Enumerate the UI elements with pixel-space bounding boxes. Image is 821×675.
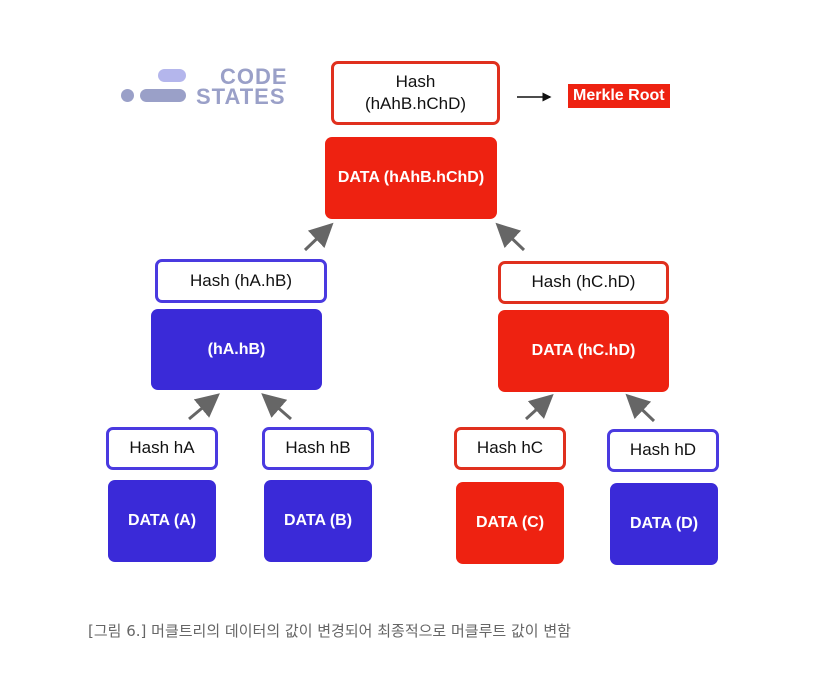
arrow-d-to-right <box>625 393 656 423</box>
leaf-hash-c: Hash hC <box>454 427 566 470</box>
leaf-data-b: DATA (B) <box>264 480 372 562</box>
arrow-left-to-root <box>303 222 334 252</box>
right-hash-box: Hash (hC.hD) <box>498 261 669 304</box>
merkle-root-label: Merkle Root <box>568 84 670 108</box>
leaf-hash-b: Hash hB <box>262 427 374 470</box>
root-hash-line2: (hAhB.hChD) <box>364 94 467 113</box>
arrow-b-to-left <box>261 393 292 421</box>
logo-pill-bottom <box>140 89 186 102</box>
root-hash-line1: Hash <box>395 71 436 91</box>
code-states-logo: CODE STATES <box>118 66 287 109</box>
leaf-data-a: DATA (A) <box>108 480 216 562</box>
figure-caption: [그림 6.] 머클트리의 데이터의 값이 변경되어 최종적으로 머클루트 값이… <box>88 622 571 640</box>
arrow-right-to-root <box>495 222 526 252</box>
root-hash-box: Hash (hAhB.hChD) <box>331 61 500 125</box>
logo-pill-top <box>158 69 186 82</box>
leaf-data-d: DATA (D) <box>610 483 718 565</box>
arrow-a-to-left <box>188 393 220 421</box>
logo-text-states: STATES <box>196 84 286 109</box>
logo-text-code: CODE <box>220 64 288 89</box>
logo-dot <box>121 89 134 102</box>
root-data-box: DATA (hAhB.hChD) <box>325 137 497 219</box>
leaf-hash-a: Hash hA <box>106 427 218 470</box>
right-data-box: DATA (hC.hD) <box>498 310 669 392</box>
leaf-hash-d: Hash hD <box>607 429 719 472</box>
left-data-box: (hA.hB) <box>151 309 322 390</box>
arrow-c-to-right <box>524 393 554 421</box>
left-hash-box: Hash (hA.hB) <box>155 259 327 303</box>
leaf-data-c: DATA (C) <box>456 482 564 564</box>
